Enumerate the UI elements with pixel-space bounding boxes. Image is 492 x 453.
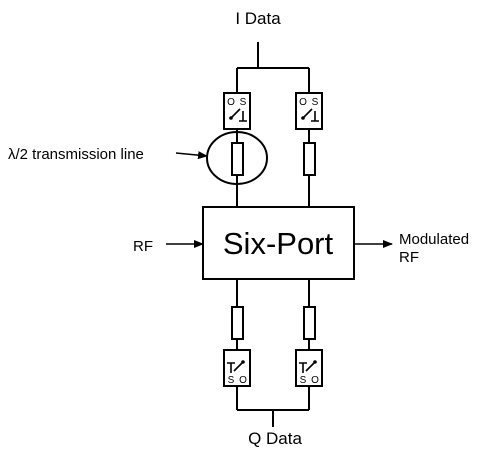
i-left-switch: O S: [223, 92, 251, 130]
transmission-line-label: λ/2 transmission line: [8, 146, 144, 163]
q-right-transmission-line: [303, 306, 316, 340]
six-port-box: [202, 206, 355, 280]
six-port-label: Six-Port: [223, 226, 334, 261]
modulated-label-line2: RF: [399, 249, 419, 266]
switch-open-label: O: [311, 375, 319, 386]
i-right-transmission-line: [303, 142, 316, 176]
q-left-switch: S O: [223, 349, 251, 387]
q-data-label: Q Data: [248, 429, 302, 448]
switch-open-label: O: [239, 375, 247, 386]
i-data-label: I Data: [235, 9, 281, 28]
i-right-switch: O S: [295, 92, 323, 130]
switch-short-label: S: [312, 97, 319, 108]
switch-short-label: S: [228, 375, 235, 386]
modulated-label-line1: Modulated: [399, 231, 469, 248]
q-left-transmission-line: [231, 306, 244, 340]
switch-short-label: S: [300, 375, 307, 386]
switch-short-label: S: [240, 97, 247, 108]
rf-input-label: RF: [133, 238, 153, 255]
q-right-switch: S O: [295, 349, 323, 387]
i-left-transmission-line: [231, 142, 244, 176]
transmission-line-arrow: [175, 151, 208, 160]
switch-open-label: O: [299, 97, 307, 108]
switch-open-label: O: [227, 97, 235, 108]
